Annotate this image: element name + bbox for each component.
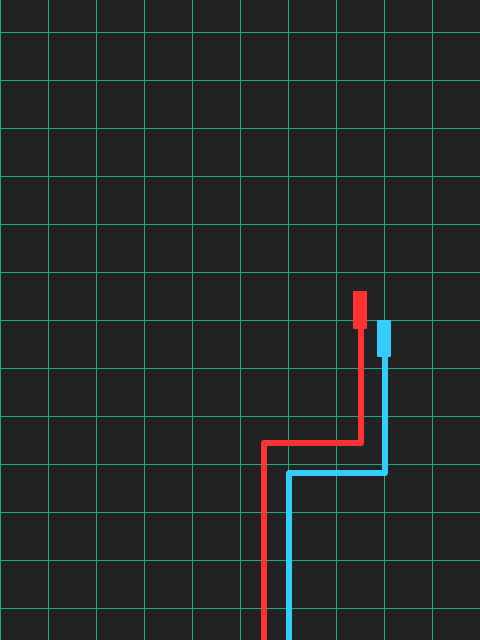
light-cycle-red (353, 291, 367, 329)
light-cycle-cyan (377, 320, 391, 357)
player-cyan (286, 320, 391, 640)
player-red (261, 291, 367, 640)
light-trail-red (261, 325, 364, 640)
light-trail-cyan (286, 354, 388, 640)
